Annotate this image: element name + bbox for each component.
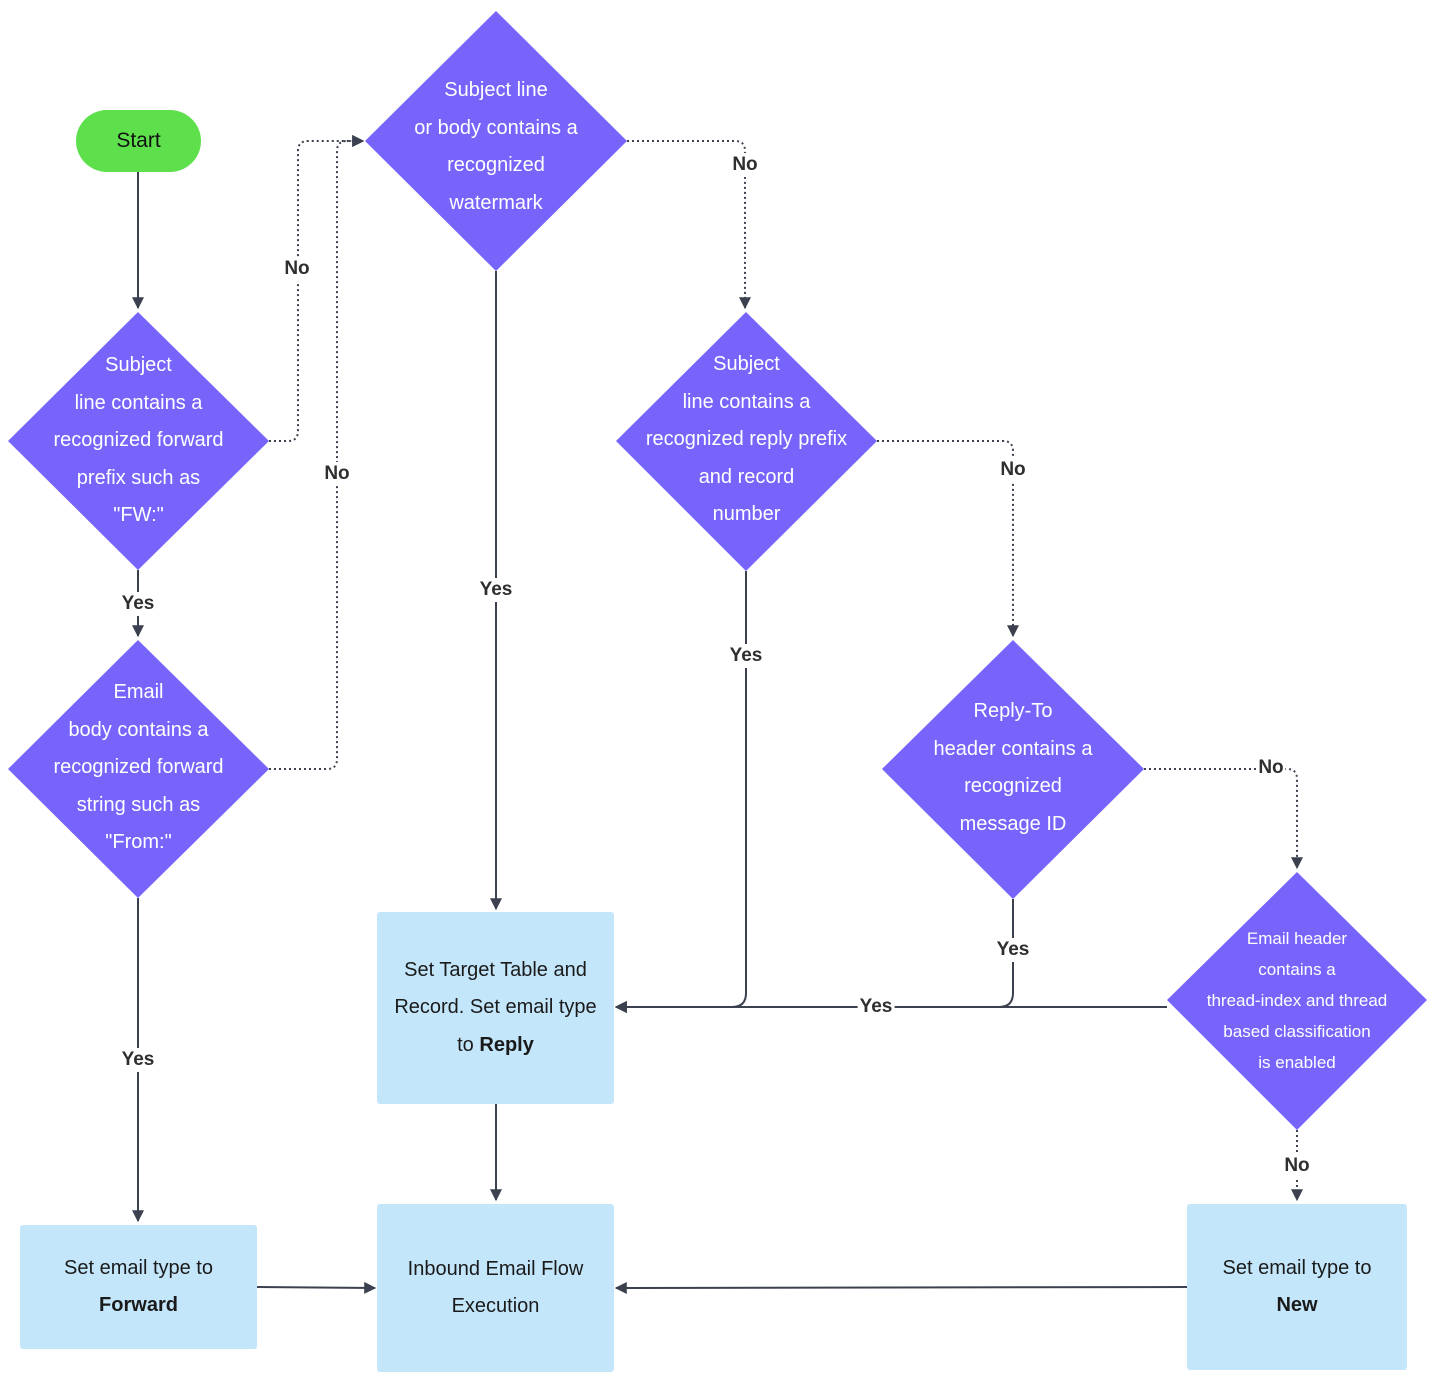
line: message ID xyxy=(959,812,1067,835)
edge-forward-box-to-inbound xyxy=(256,1281,377,1294)
line: line contains a xyxy=(682,390,811,413)
line: prefix such as xyxy=(76,466,201,489)
process-set-forward[interactable]: Set email type to Forward xyxy=(20,1225,257,1349)
line: recognized xyxy=(964,775,1062,797)
diamond-watermark[interactable] xyxy=(365,11,627,271)
line: string such as xyxy=(76,793,201,816)
label-thread-index-no: No xyxy=(1282,1154,1312,1178)
label-thread-index-yes: Yes xyxy=(857,995,895,1019)
email-type-new: New xyxy=(1276,1294,1318,1316)
line: line contains a xyxy=(74,391,203,414)
line: recognized forward xyxy=(53,429,224,452)
label-reply-to-yes: Yes xyxy=(994,938,1032,962)
label-subject-forward-yes: Yes xyxy=(119,592,157,616)
edge-reply-to-yes xyxy=(614,899,1014,1013)
edge-new-box-to-inbound xyxy=(614,1281,1189,1294)
line: Subject xyxy=(713,353,780,376)
line: is enabled xyxy=(1258,1052,1336,1072)
edge-body-forward-no xyxy=(269,135,365,770)
line: Set Target Table and xyxy=(404,958,587,981)
start-label: Start xyxy=(116,129,161,152)
line: thread-index and thread xyxy=(1206,990,1388,1010)
line: recognized xyxy=(447,154,545,176)
diamond-thread-index[interactable] xyxy=(1167,872,1427,1130)
line: "FW:" xyxy=(113,504,164,527)
line: recognized reply prefix xyxy=(645,428,848,451)
label-reply-prefix-yes: Yes xyxy=(727,644,765,668)
decision-subject-forward-text: Subject line contains a recognized forwa… xyxy=(8,341,269,541)
label-subject-forward-no: No xyxy=(282,257,312,281)
decision-reply-prefix-text: Subject line contains a recognized reply… xyxy=(616,340,877,540)
prefix: to xyxy=(457,1033,480,1056)
connectors xyxy=(132,135,1303,1294)
line-with-bold: to Reply xyxy=(394,1027,596,1065)
line: Set email type to xyxy=(64,1256,213,1279)
label-reply-prefix-no: No xyxy=(998,458,1028,482)
line: header contains a xyxy=(933,737,1093,760)
process-set-new[interactable]: Set email type to New xyxy=(1187,1204,1407,1370)
edge-reply-to-no xyxy=(1144,768,1303,870)
line: Set email type to xyxy=(1222,1256,1372,1279)
diamond-reply-to-header[interactable] xyxy=(882,640,1144,899)
line: Email header xyxy=(1246,928,1348,948)
line: "From:" xyxy=(105,831,172,854)
line: Subject xyxy=(105,354,172,377)
line: Email xyxy=(113,681,164,704)
process-set-reply[interactable]: Set Target Table and Record. Set email t… xyxy=(377,912,614,1104)
label-watermark-no: No xyxy=(730,153,760,177)
edge-reply-prefix-yes xyxy=(614,571,747,1013)
process-inbound-email-flow[interactable]: Inbound Email Flow Execution xyxy=(377,1204,614,1372)
line: number xyxy=(712,503,781,526)
line: contains a xyxy=(1258,959,1336,979)
line: recognized forward xyxy=(53,756,224,779)
label-reply-to-no: No xyxy=(1256,756,1286,780)
line: Reply-To xyxy=(973,700,1053,722)
decision-body-forward-text: Email body contains a recognized forward… xyxy=(8,668,269,868)
edge-watermark-no xyxy=(627,140,751,310)
decision-watermark-text: Subject line or body contains a recogniz… xyxy=(365,72,627,222)
decision-thread-index-text: Email header contains a thread-index and… xyxy=(1167,922,1427,1078)
label-watermark-yes: Yes xyxy=(477,578,515,602)
line: watermark xyxy=(449,191,543,214)
edge-reply-prefix-no xyxy=(877,440,1019,638)
label-body-forward-no: No xyxy=(322,462,352,486)
diamond-subject-forward-prefix[interactable] xyxy=(8,312,269,570)
line: or body contains a xyxy=(414,116,578,139)
label-body-forward-yes: Yes xyxy=(119,1048,157,1072)
line: Inbound Email Flow xyxy=(407,1257,584,1280)
edge-subject-forward-no xyxy=(269,135,365,442)
diamond-body-forward-string[interactable] xyxy=(8,640,269,898)
line: body contains a xyxy=(68,718,209,741)
email-type-reply: Reply xyxy=(479,1033,534,1056)
line: Subject line xyxy=(444,79,548,101)
decision-reply-to-text: Reply-To header contains a recognized me… xyxy=(882,693,1144,843)
line: and record xyxy=(698,465,795,488)
line: Record. Set email type xyxy=(394,996,597,1019)
decision-shapes xyxy=(8,11,1427,1130)
diamond-reply-prefix[interactable] xyxy=(616,312,877,571)
email-type-forward: Forward xyxy=(99,1294,178,1316)
line: based classification xyxy=(1223,1021,1371,1041)
line: Execution xyxy=(451,1295,540,1317)
start-terminal[interactable]: Start xyxy=(76,110,201,172)
